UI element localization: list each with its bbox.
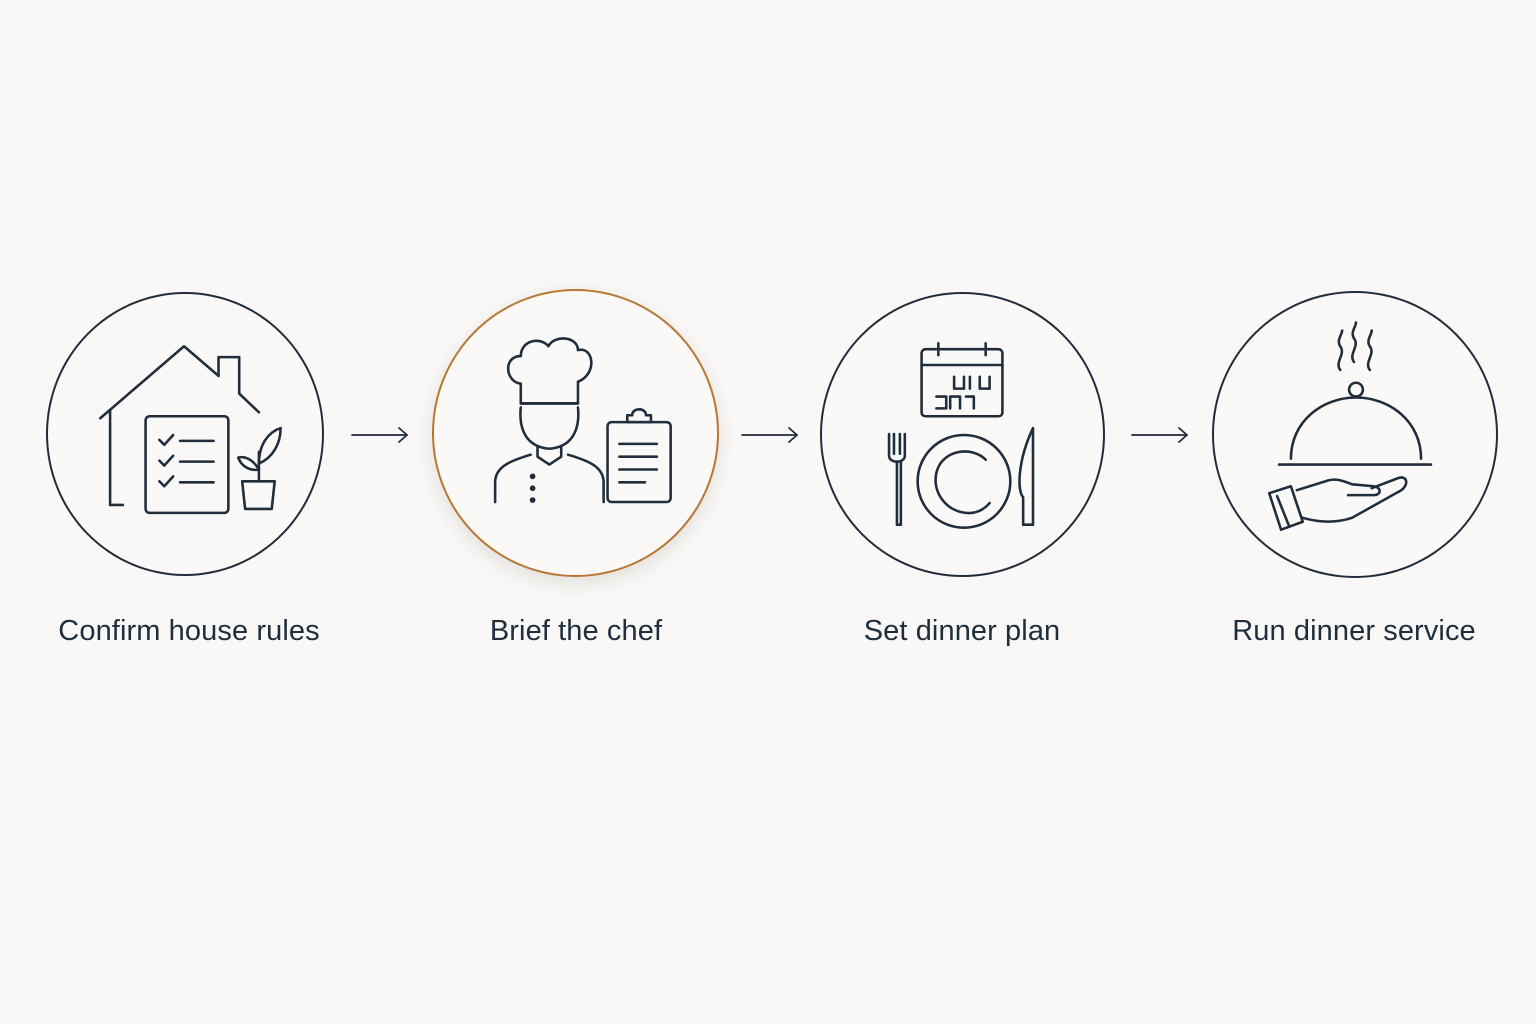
step-2-label: Brief the chef [489, 615, 663, 647]
arrow-right-icon [1131, 427, 1188, 443]
calendar-plate-cutlery-icon [887, 342, 1035, 529]
house-checklist-plant-icon [98, 344, 282, 515]
chef-clipboard-icon [493, 337, 672, 504]
step-3-circle [820, 292, 1105, 577]
step-1-label: Confirm house rules [58, 615, 320, 647]
arrow-right-icon [741, 427, 798, 443]
arrow-right-icon [351, 427, 408, 443]
cloche-hand-icon [1267, 321, 1433, 531]
step-2-circle [432, 289, 719, 577]
step-4-circle [1212, 291, 1498, 578]
step-3-label: Set dinner plan [863, 615, 1061, 647]
step-1-circle [46, 292, 324, 576]
step-4-label: Run dinner service [1232, 615, 1476, 647]
